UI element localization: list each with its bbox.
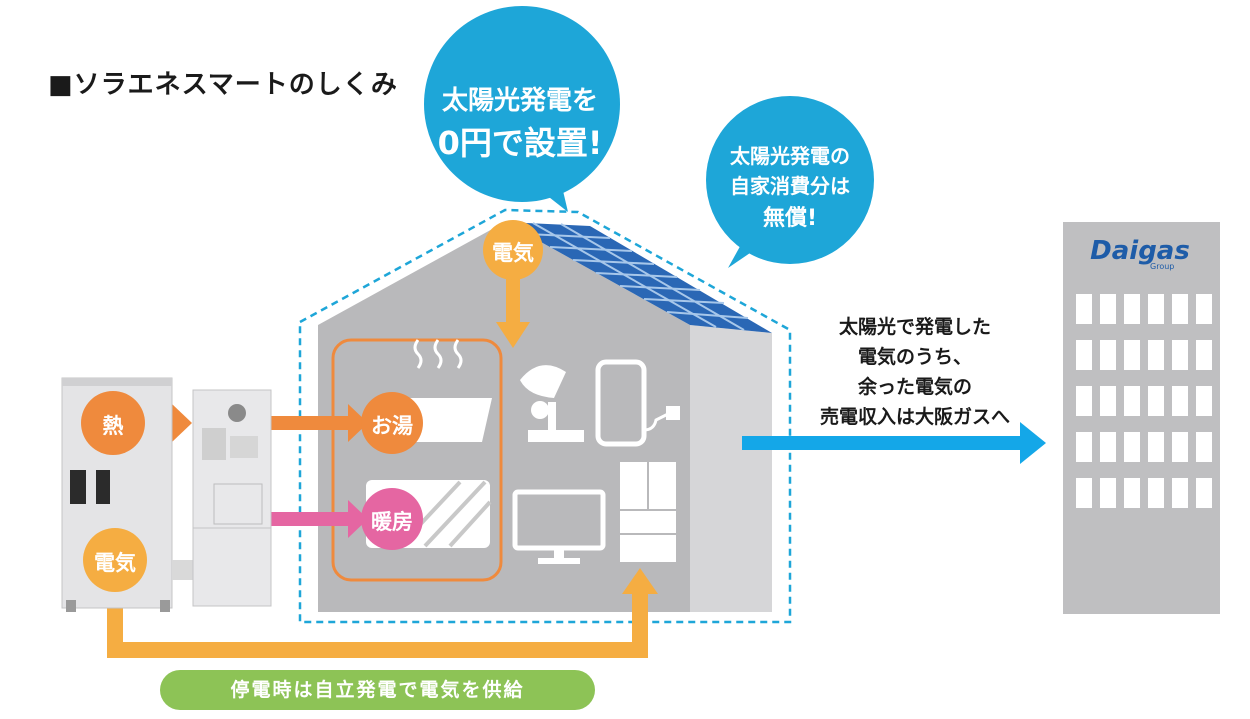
water-heater-unit — [192, 389, 272, 607]
daigas-building — [1063, 222, 1220, 614]
heating-label: 暖房 — [371, 510, 413, 534]
bubble-free-line2: 自家消費分は — [730, 174, 850, 198]
solar-panel — [505, 222, 772, 333]
hot-water-arrow — [270, 404, 368, 442]
bubble-install-line2: 0円で設置! — [437, 124, 603, 162]
roof-electricity-arrow — [496, 265, 530, 348]
roof-electricity-circle — [483, 220, 543, 280]
heating-arrow — [270, 500, 368, 538]
unit-electricity-circle — [83, 528, 147, 592]
sell-arrow — [742, 422, 1046, 464]
daigas-logo: Daigas — [1090, 236, 1190, 266]
sell-text-line3: 余った電気の — [857, 376, 972, 398]
bubble-install — [424, 6, 620, 212]
bubble-free-line1: 太陽光発電の — [730, 144, 850, 168]
bubble-free — [706, 96, 874, 268]
bubble-install-line1: 太陽光発電を — [441, 86, 598, 116]
hot-water-label: お湯 — [371, 414, 413, 438]
refrigerator-icon — [620, 462, 676, 562]
heat-label: 熱 — [102, 414, 124, 438]
sell-text-line1: 太陽光で発電した — [838, 316, 991, 338]
unit-electricity-label: 電気 — [94, 551, 136, 575]
daigas-logo-group: Group — [1150, 262, 1175, 271]
desk-lamp-icon — [520, 365, 584, 442]
sell-income-text: 太陽光で発電した 電気のうち、 余った電気の 売電収入は大阪ガスへ — [790, 312, 1040, 432]
sell-text-line4: 売電収入は大阪ガスへ — [819, 406, 1010, 428]
bubble-free-line3: 無償! — [762, 206, 818, 231]
sell-text-line2: 電気のうち、 — [857, 346, 972, 368]
backup-electricity-arrow — [107, 568, 658, 658]
house — [298, 208, 792, 624]
heat-circle — [81, 391, 145, 455]
hot-water-circle — [361, 392, 423, 454]
smartphone-icon — [595, 359, 680, 447]
roof-electricity-label: 電気 — [492, 241, 534, 265]
blackout-supply-banner: 停電時は自立発電で電気を供給 — [160, 670, 595, 710]
heating-circle — [361, 488, 423, 550]
tv-icon — [512, 489, 606, 564]
page-title: ■ソラエネスマートのしくみ — [48, 70, 398, 100]
